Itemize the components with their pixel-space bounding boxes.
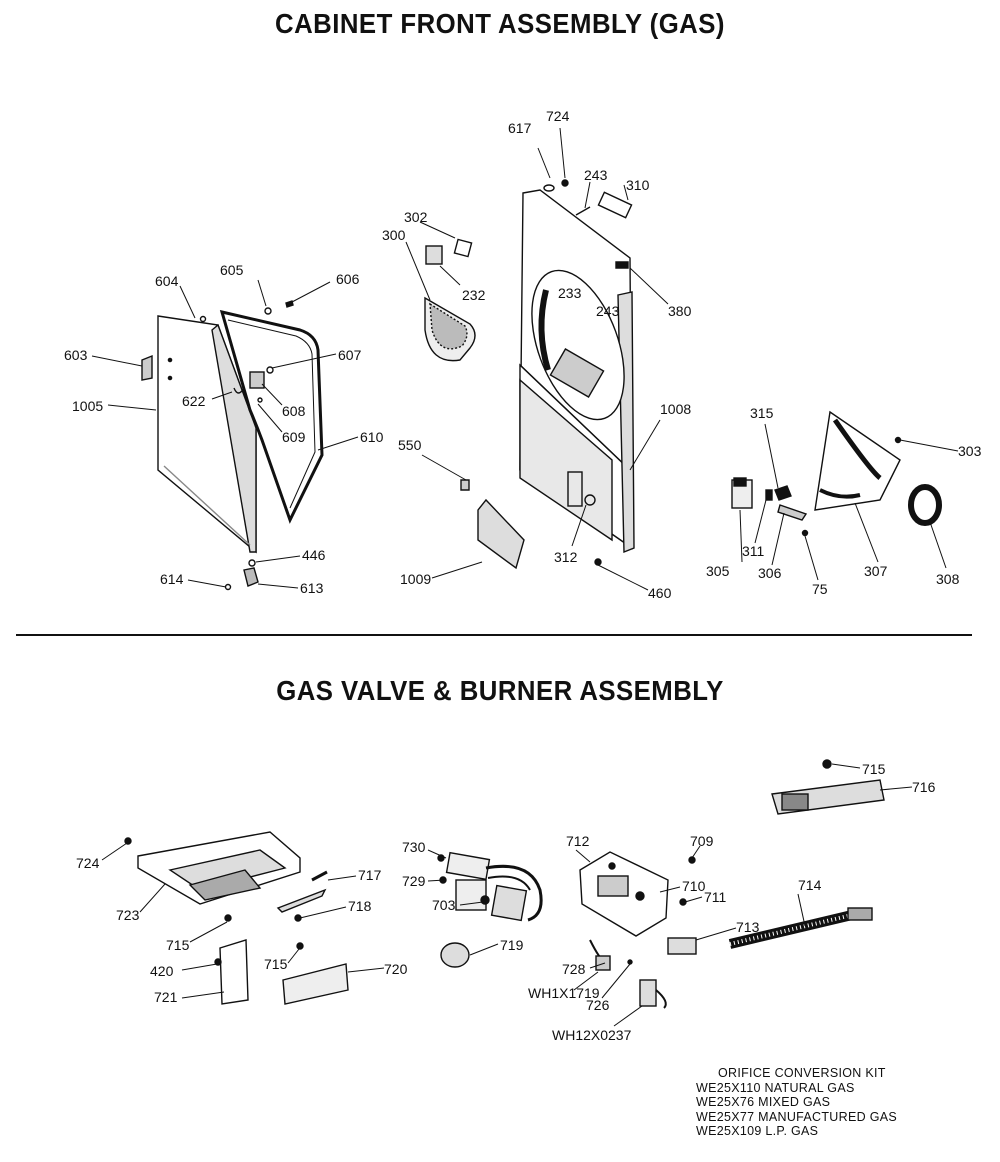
callout-307: 307 <box>864 563 888 579</box>
callout-724: 724 <box>546 108 570 124</box>
gas-valve-section-title: GAS VALVE & BURNER ASSEMBLY <box>276 675 724 706</box>
callout-614: 614 <box>160 571 184 587</box>
kit-item: WE25X110 NATURAL GAS <box>696 1080 855 1095</box>
kit-item: WE25X76 MIXED GAS <box>696 1095 831 1109</box>
valve-coil-assembly <box>437 851 543 968</box>
cabinet-section-title: CABINET FRONT ASSEMBLY (GAS) <box>275 8 725 39</box>
bracket-parts-left <box>214 870 349 1005</box>
kit-item: WE25X77 MANUFACTURED GAS <box>696 1109 897 1124</box>
callout-728: 728 <box>562 961 586 977</box>
callout-605: 605 <box>220 262 244 278</box>
callout-420: 420 <box>150 963 174 979</box>
callout-606: 606 <box>336 271 360 287</box>
callout-617: 617 <box>508 120 532 136</box>
callout-1009: 1009 <box>400 571 431 587</box>
callout-1008: 1008 <box>660 401 691 417</box>
lint-filter <box>424 238 476 362</box>
kit-title: ORIFICE CONVERSION KIT <box>718 1066 886 1080</box>
callout-607: 607 <box>338 347 362 363</box>
gas-valve-body <box>579 851 697 955</box>
callout-603: 603 <box>64 347 88 363</box>
callout-243: 243 <box>584 167 608 183</box>
callout-300: 300 <box>382 227 406 243</box>
callout-232: 232 <box>462 287 486 303</box>
callout-233: 233 <box>558 285 582 301</box>
callout-720: 720 <box>384 961 408 977</box>
access-panel <box>477 498 525 570</box>
callout-709: 709 <box>690 833 714 849</box>
cabinet-callouts: 617 724 243 310 302 300 232 380 233 243 … <box>64 108 982 601</box>
callout-446: 446 <box>302 547 326 563</box>
callout-315: 315 <box>750 405 774 421</box>
callout-308: 308 <box>936 571 960 587</box>
burner-tube <box>728 907 873 949</box>
callout-311: 311 <box>742 543 765 559</box>
callout-715-c: 715 <box>264 956 288 972</box>
igniter-wires <box>589 939 667 1009</box>
callout-729: 729 <box>402 873 426 889</box>
callout-721: 721 <box>154 989 178 1005</box>
callout-716: 716 <box>912 779 936 795</box>
callout-310: 310 <box>626 177 650 193</box>
callout-711: 711 <box>704 889 727 905</box>
callout-550: 550 <box>398 437 422 453</box>
callout-715: 715 <box>862 761 886 777</box>
kit-item: WE25X109 L.P. GAS <box>696 1124 819 1138</box>
callout-719: 719 <box>500 937 524 953</box>
callout-622: 622 <box>182 393 206 409</box>
callout-609: 609 <box>282 429 306 445</box>
callout-723: 723 <box>116 907 140 923</box>
callout-305: 305 <box>706 563 730 579</box>
gas-valve-callouts: 715 716 724 723 730 729 703 712 709 710 … <box>76 761 936 1043</box>
callout-312: 312 <box>554 549 578 565</box>
callout-730: 730 <box>402 839 426 855</box>
section-divider <box>16 634 972 636</box>
callout-1005: 1005 <box>72 398 103 414</box>
callout-703: 703 <box>432 897 456 913</box>
callout-wh1x1719: WH1X1719 <box>528 985 600 1001</box>
burner-bracket <box>124 831 301 905</box>
callout-713: 713 <box>736 919 760 935</box>
orifice-conversion-kit: ORIFICE CONVERSION KIT WE25X110 NATURAL … <box>696 1066 996 1139</box>
callout-714: 714 <box>798 877 822 893</box>
callout-302: 302 <box>404 209 428 225</box>
callout-724-b: 724 <box>76 855 100 871</box>
callout-306: 306 <box>758 565 782 581</box>
callout-604: 604 <box>155 273 179 289</box>
callout-460: 460 <box>648 585 672 601</box>
callout-wh12x0237: WH12X0237 <box>552 1027 632 1043</box>
callout-710: 710 <box>682 878 706 894</box>
callout-380: 380 <box>668 303 692 319</box>
callout-726: 726 <box>586 997 610 1013</box>
door-outer-panel <box>157 315 257 554</box>
callout-303: 303 <box>958 443 982 459</box>
door-seal-gasket <box>219 309 324 524</box>
door-hardware-parts <box>141 300 294 591</box>
callout-243-b: 243 <box>596 303 620 319</box>
callout-75: 75 <box>812 581 828 597</box>
callout-717: 717 <box>358 867 382 883</box>
callout-715-b: 715 <box>166 937 190 953</box>
callout-712: 712 <box>566 833 590 849</box>
cabinet-front-panel <box>519 179 635 566</box>
callout-718: 718 <box>348 898 372 914</box>
duct-and-parts <box>731 410 942 537</box>
callout-610: 610 <box>360 429 384 445</box>
callout-608: 608 <box>282 403 306 419</box>
callout-613: 613 <box>300 580 324 596</box>
flame-sensor <box>771 759 885 815</box>
